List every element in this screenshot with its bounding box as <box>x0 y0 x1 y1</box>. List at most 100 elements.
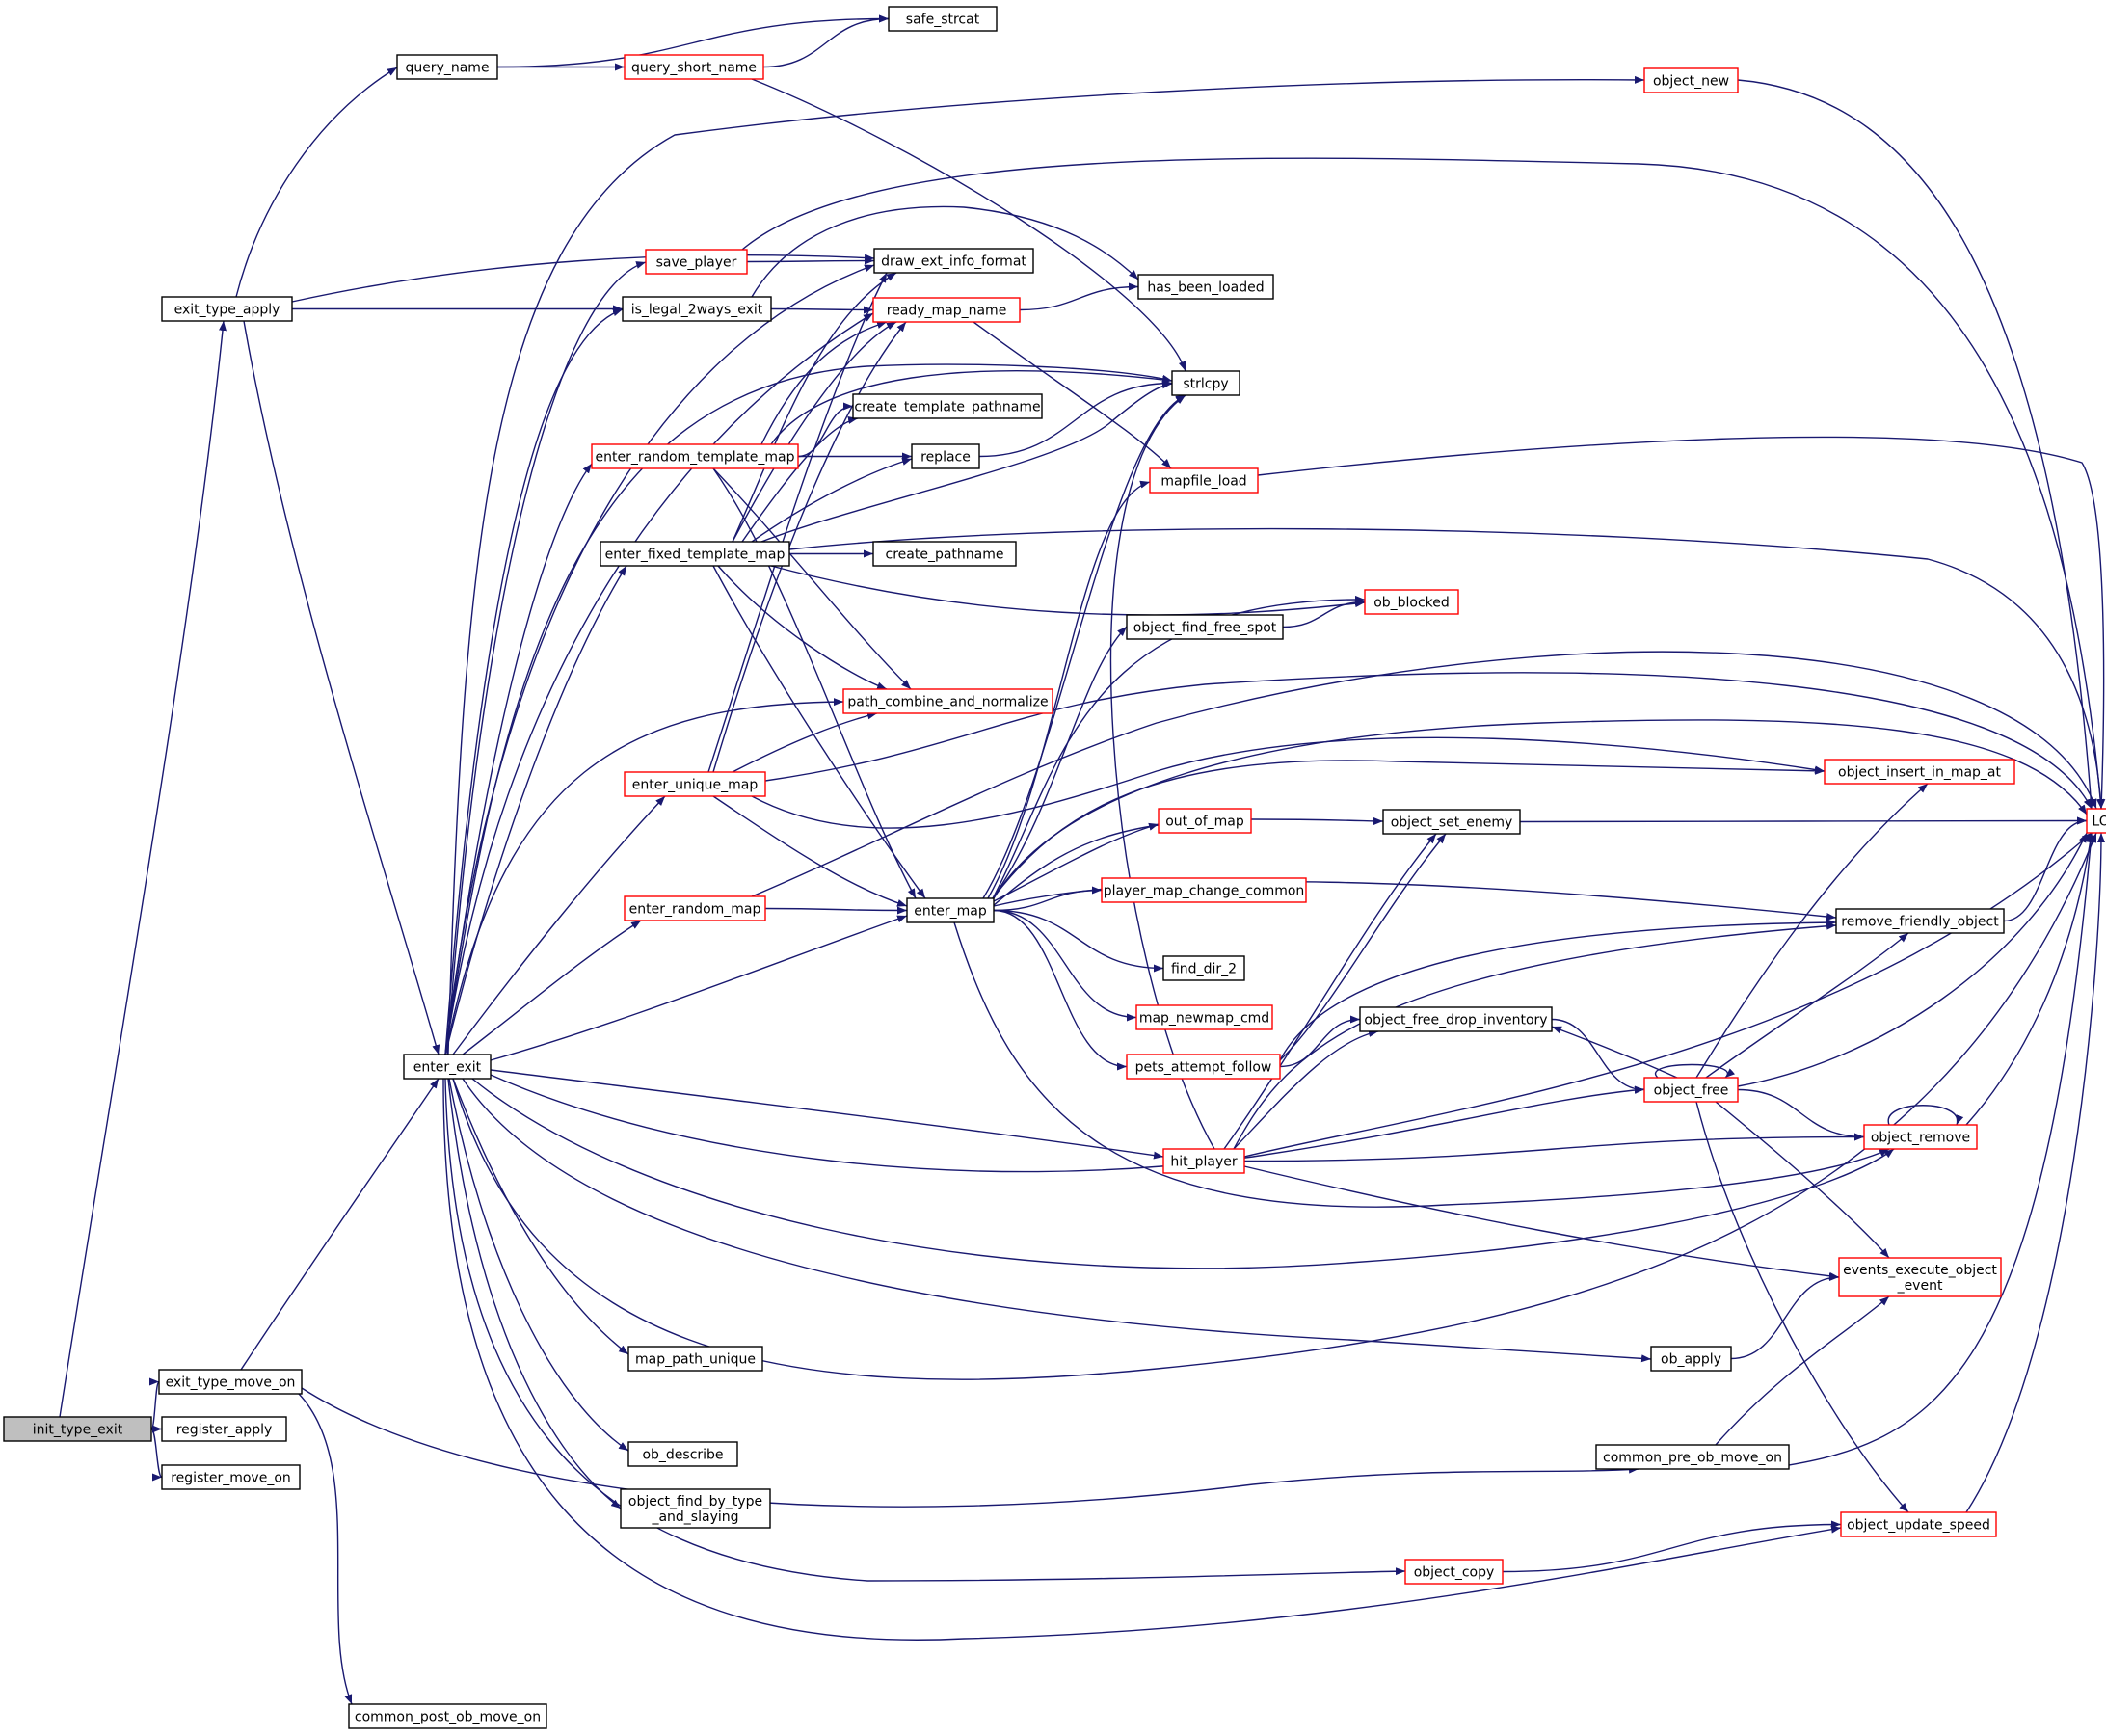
node-box[interactable] <box>852 393 1043 419</box>
node-init_type_exit[interactable]: init_type_exit <box>3 1416 152 1442</box>
node-common_pre_ob_move_on[interactable]: common_pre_ob_move_on <box>1595 1444 1790 1470</box>
node-box[interactable] <box>1840 1511 1997 1537</box>
node-is_legal_2ways_exit[interactable]: is_legal_2ways_exit <box>622 296 772 322</box>
node-create_pathname[interactable]: create_pathname <box>872 541 1017 567</box>
node-box[interactable] <box>842 688 1053 714</box>
node-ready_map_name[interactable]: ready_map_name <box>872 297 1021 323</box>
node-box[interactable] <box>1126 1054 1281 1080</box>
node-object_remove[interactable]: object_remove <box>1863 1124 1978 1150</box>
node-box[interactable] <box>624 771 766 797</box>
node-out_of_map[interactable]: out_of_map <box>1158 808 1252 834</box>
node-enter_random_map[interactable]: enter_random_map <box>624 895 766 921</box>
node-box[interactable] <box>1359 1006 1553 1032</box>
node-pets_attempt_follow[interactable]: pets_attempt_follow <box>1126 1054 1281 1080</box>
node-box[interactable] <box>1643 67 1739 93</box>
node-ob_blocked[interactable]: ob_blocked <box>1364 589 1459 615</box>
node-box[interactable] <box>161 1464 301 1490</box>
node-box[interactable] <box>1149 467 1259 494</box>
node-map_path_unique[interactable]: map_path_unique <box>627 1346 763 1372</box>
node-enter_random_template_map[interactable]: enter_random_template_map <box>591 443 799 469</box>
node-hit_player[interactable]: hit_player <box>1162 1148 1245 1174</box>
node-object_free[interactable]: object_free <box>1643 1077 1739 1103</box>
node-box[interactable] <box>622 296 772 322</box>
node-box[interactable] <box>600 541 790 567</box>
node-player_map_change_common[interactable]: player_map_change_common <box>1101 877 1307 903</box>
node-box[interactable] <box>873 248 1034 274</box>
node-box[interactable] <box>1643 1077 1739 1103</box>
node-replace[interactable]: replace <box>911 443 980 469</box>
node-events_execute_object_event[interactable]: events_execute_object_event <box>1838 1257 2002 1297</box>
node-box[interactable] <box>1101 877 1307 903</box>
node-box[interactable] <box>403 1054 492 1080</box>
node-mapfile_load[interactable]: mapfile_load <box>1149 467 1259 494</box>
node-box[interactable] <box>627 1346 763 1372</box>
node-query_short_name[interactable]: query_short_name <box>624 54 764 80</box>
node-object_update_speed[interactable]: object_update_speed <box>1840 1511 1997 1537</box>
node-object_find_by_type_and_slaying[interactable]: object_find_by_type_and_slaying <box>620 1488 771 1529</box>
node-common_post_ob_move_on[interactable]: common_post_ob_move_on <box>348 1703 547 1729</box>
node-register_apply[interactable]: register_apply <box>161 1416 287 1442</box>
node-strlcpy[interactable]: strlcpy <box>1171 370 1240 396</box>
node-object_set_enemy[interactable]: object_set_enemy <box>1382 809 1521 835</box>
node-box[interactable] <box>1835 908 2005 934</box>
node-draw_ext_info_format[interactable]: draw_ext_info_format <box>873 248 1034 274</box>
node-remove_friendly_object[interactable]: remove_friendly_object <box>1835 908 2005 934</box>
node-box[interactable] <box>645 249 748 275</box>
node-ob_apply[interactable]: ob_apply <box>1650 1346 1732 1372</box>
node-box[interactable] <box>1364 589 1459 615</box>
node-box[interactable] <box>1382 809 1521 835</box>
node-box[interactable] <box>1171 370 1240 396</box>
node-register_move_on[interactable]: register_move_on <box>161 1464 301 1490</box>
node-object_find_free_spot[interactable]: object_find_free_spot <box>1126 614 1284 640</box>
node-box[interactable] <box>624 895 766 921</box>
node-box[interactable] <box>1135 1004 1273 1030</box>
node-box[interactable] <box>872 541 1017 567</box>
node-box[interactable] <box>1126 614 1284 640</box>
node-box[interactable] <box>888 6 998 32</box>
node-object_free_drop_inventory[interactable]: object_free_drop_inventory <box>1359 1006 1553 1032</box>
node-box[interactable] <box>872 297 1021 323</box>
node-box[interactable] <box>1162 1148 1245 1174</box>
node-create_template_pathname[interactable]: create_template_pathname <box>852 393 1043 419</box>
node-save_player[interactable]: save_player <box>645 249 748 275</box>
node-LOG[interactable]: LOG <box>2086 808 2106 834</box>
node-box[interactable] <box>161 1416 287 1442</box>
node-box[interactable] <box>161 296 293 322</box>
node-box[interactable] <box>1824 759 2015 785</box>
node-query_name[interactable]: query_name <box>396 54 498 80</box>
node-box[interactable] <box>1158 808 1252 834</box>
node-enter_exit[interactable]: enter_exit <box>403 1054 492 1080</box>
node-exit_type_move_on[interactable]: exit_type_move_on <box>158 1369 303 1395</box>
node-box[interactable] <box>396 54 498 80</box>
node-map_newmap_cmd[interactable]: map_newmap_cmd <box>1135 1004 1273 1030</box>
node-box[interactable] <box>1863 1124 1978 1150</box>
node-box[interactable] <box>627 1441 738 1467</box>
node-box[interactable] <box>624 54 764 80</box>
node-enter_unique_map[interactable]: enter_unique_map <box>624 771 766 797</box>
node-box[interactable] <box>3 1416 152 1442</box>
node-box[interactable] <box>1650 1346 1732 1372</box>
node-box[interactable] <box>620 1488 771 1529</box>
node-box[interactable] <box>1404 1559 1504 1585</box>
node-box[interactable] <box>1162 955 1245 981</box>
node-ob_describe[interactable]: ob_describe <box>627 1441 738 1467</box>
node-object_copy[interactable]: object_copy <box>1404 1559 1504 1585</box>
node-box[interactable] <box>1595 1444 1790 1470</box>
node-box[interactable] <box>348 1703 547 1729</box>
node-object_insert_in_map_at[interactable]: object_insert_in_map_at <box>1824 759 2015 785</box>
node-path_combine_and_normalize[interactable]: path_combine_and_normalize <box>842 688 1053 714</box>
node-enter_fixed_template_map[interactable]: enter_fixed_template_map <box>600 541 790 567</box>
node-enter_map[interactable]: enter_map <box>906 897 995 923</box>
node-exit_type_apply[interactable]: exit_type_apply <box>161 296 293 322</box>
node-find_dir_2[interactable]: find_dir_2 <box>1162 955 1245 981</box>
node-box[interactable] <box>591 443 799 469</box>
node-box[interactable] <box>906 897 995 923</box>
node-has_been_loaded[interactable]: has_been_loaded <box>1137 274 1274 300</box>
node-object_new[interactable]: object_new <box>1643 67 1739 93</box>
node-box[interactable] <box>1838 1257 2002 1297</box>
node-safe_strcat[interactable]: safe_strcat <box>888 6 998 32</box>
node-box[interactable] <box>2086 808 2106 834</box>
node-box[interactable] <box>911 443 980 469</box>
node-box[interactable] <box>1137 274 1274 300</box>
node-box[interactable] <box>158 1369 303 1395</box>
